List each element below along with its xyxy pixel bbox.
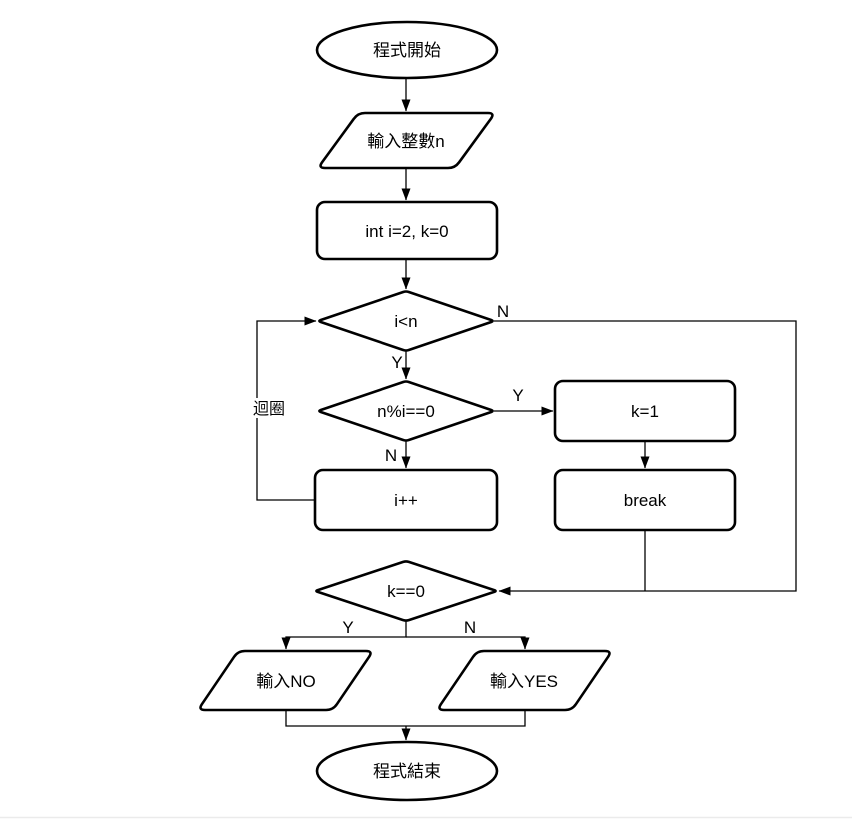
cond-k-yes-branch-label: Y xyxy=(342,618,353,637)
i-increment-process-shape xyxy=(313,468,499,532)
input-n-parallelogram-shape xyxy=(319,111,494,170)
output-no-label: 輸入NO xyxy=(256,672,316,691)
cond-k-no-branch-label: N xyxy=(464,618,476,637)
edge-cond-k-yes-to-no xyxy=(281,621,407,650)
cond-i-lt-n-diamond-shape xyxy=(318,290,494,352)
input-n-label: 輸入整數n xyxy=(367,132,444,151)
break-label: break xyxy=(624,491,667,510)
nodes xyxy=(199,20,737,802)
loop-annotation: 迴圈 xyxy=(253,400,285,418)
k-assign-label: k=1 xyxy=(631,402,659,421)
start-label: 程式開始 xyxy=(373,41,441,60)
cond-k-eq-0-label: k==0 xyxy=(387,582,425,601)
cond-k-eq-0-diamond-shape xyxy=(315,560,497,622)
cond-i-lt-n-label: i<n xyxy=(394,312,417,331)
cond-n-mod-i-diamond-shape xyxy=(318,380,494,442)
end-terminator-shape xyxy=(315,740,499,802)
init-process-shape xyxy=(315,200,499,261)
k-assign-process-shape xyxy=(553,379,737,443)
cond-mod-no-branch-label: N xyxy=(385,446,397,465)
break-process-shape xyxy=(553,468,737,532)
cond-mod-yes-branch-label: Y xyxy=(512,386,523,405)
edge-labels: N Y Y N Y N 迴圈 xyxy=(246,302,524,637)
output-yes-label: 輸入YES xyxy=(490,672,558,691)
edges xyxy=(256,78,797,741)
edge-cond-k-no-to-yes xyxy=(406,636,530,650)
init-label: int i=2, k=0 xyxy=(365,222,448,241)
edge-cond-i-no-to-cond-k xyxy=(494,320,797,596)
node-labels: 程式開始 輸入整數n int i=2, k=0 i<n n%i==0 k=1 i… xyxy=(256,41,667,781)
loop-annotation-background xyxy=(246,398,292,418)
end-label: 程式結束 xyxy=(373,762,441,781)
i-increment-label: i++ xyxy=(394,491,418,510)
cond-n-mod-i-label: n%i==0 xyxy=(377,402,435,421)
output-no-parallelogram-shape xyxy=(199,649,372,712)
output-yes-parallelogram-shape xyxy=(438,649,611,712)
cond-i-yes-branch-label: Y xyxy=(391,353,402,372)
cond-i-no-branch-label: N xyxy=(497,302,509,321)
edge-outputs-merge xyxy=(285,710,526,727)
start-terminator-shape xyxy=(315,20,499,80)
